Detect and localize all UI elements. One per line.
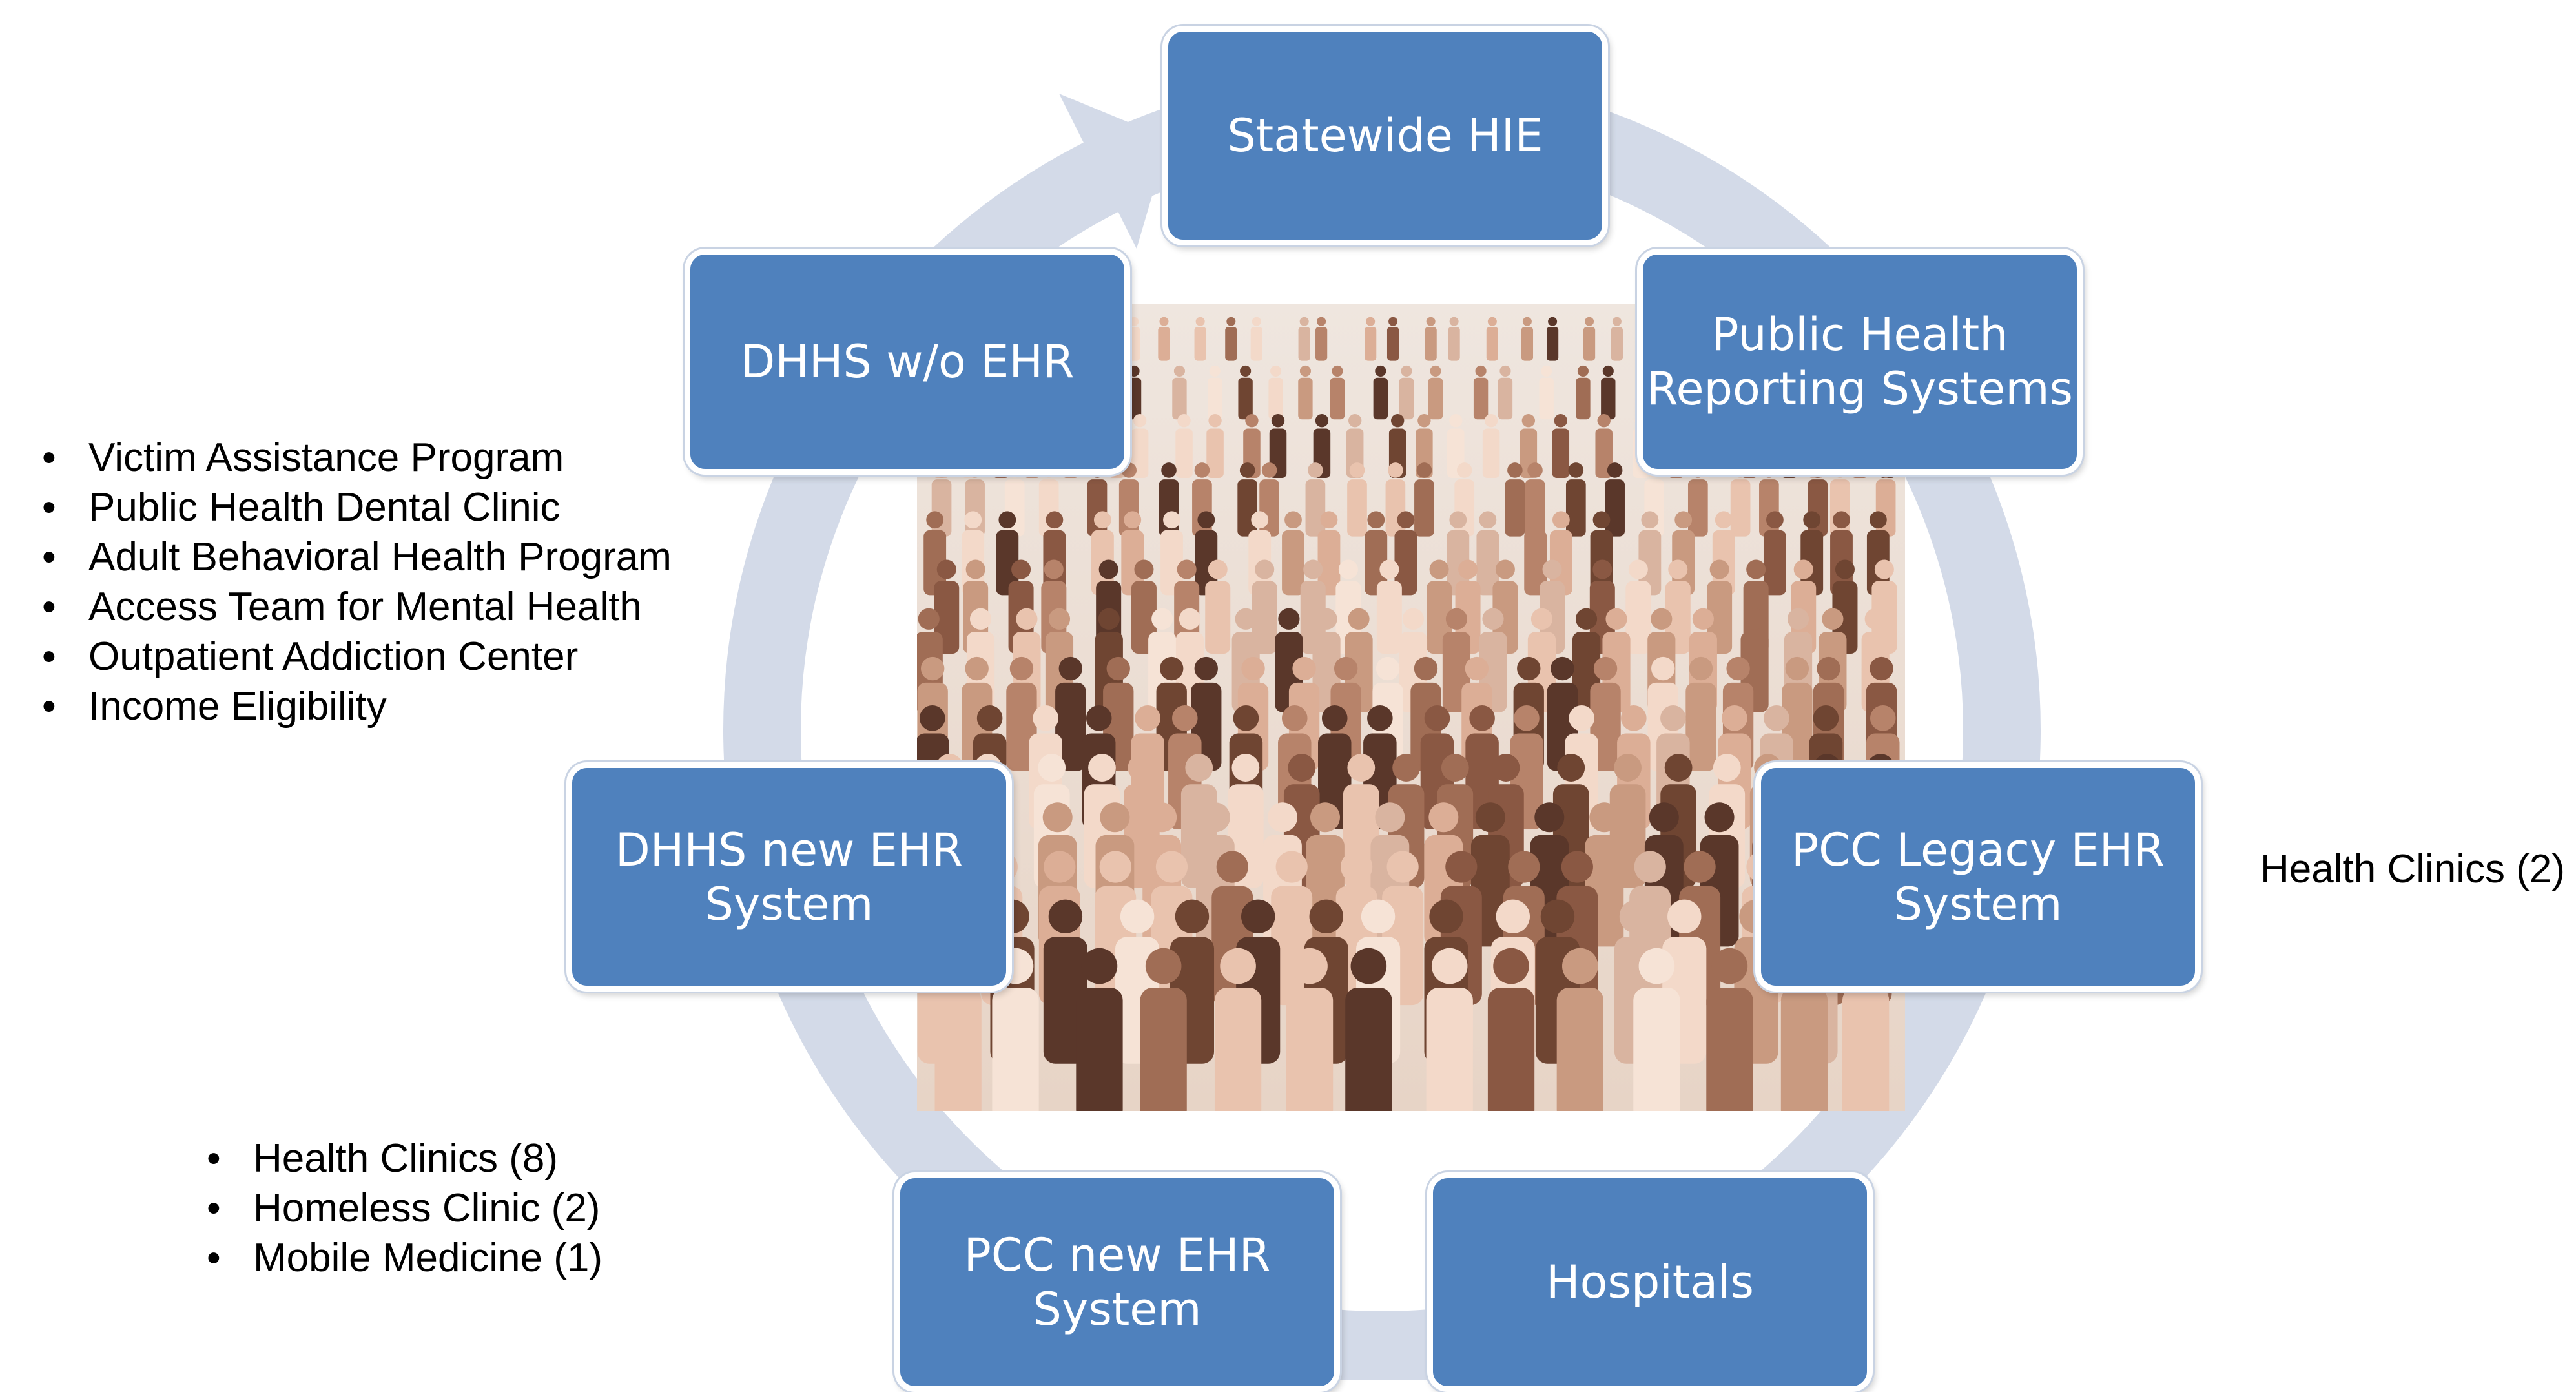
person-silhouette (1376, 559, 1402, 654)
person-silhouette (1214, 948, 1262, 1111)
person-silhouette (1583, 317, 1596, 361)
list-item: Victim Assistance Program (42, 433, 672, 483)
person-silhouette (1800, 511, 1824, 596)
person-silhouette (1298, 317, 1310, 361)
pcc-new-sites-list: Health Clinics (8) Homeless Clinic (2) M… (207, 1134, 603, 1283)
person-silhouette (1448, 317, 1460, 361)
list-item: Public Health Dental Clinic (42, 483, 672, 532)
person-silhouette (1365, 317, 1377, 361)
person-silhouette (1140, 948, 1187, 1111)
person-silhouette (1225, 317, 1237, 361)
person-silhouette (1131, 414, 1149, 478)
person-silhouette (996, 511, 1019, 596)
list-item: Outpatient Addiction Center (42, 632, 672, 681)
person-silhouette (1206, 414, 1224, 478)
person-silhouette (1238, 365, 1253, 420)
person-silhouette (1549, 511, 1572, 596)
person-silhouette (1298, 365, 1313, 420)
person-silhouette (1638, 511, 1662, 596)
person-silhouette (1524, 511, 1547, 596)
node-dhhs-wo-ehr: DHHS w/o EHR (685, 249, 1130, 475)
person-silhouette (1315, 317, 1328, 361)
list-item: Adult Behavioral Health Program (42, 532, 672, 582)
person-silhouette (1286, 948, 1334, 1111)
person-silhouette (1250, 317, 1262, 361)
person-silhouette (1763, 511, 1786, 596)
person-silhouette (1552, 414, 1570, 478)
person-silhouette (1521, 317, 1534, 361)
person-silhouette (1373, 365, 1388, 420)
dhhs-programs-list: Victim Assistance Program Public Health … (42, 433, 672, 731)
person-silhouette (1595, 414, 1613, 478)
person-silhouette (1305, 462, 1326, 537)
cycle-arrow-head (1059, 94, 1169, 249)
person-silhouette (1505, 462, 1525, 537)
person-silhouette (1160, 511, 1183, 596)
node-hospitals: Hospitals (1427, 1172, 1873, 1392)
person-silhouette (1625, 559, 1651, 654)
person-silhouette (1194, 317, 1206, 361)
person-silhouette (1605, 462, 1625, 537)
person-silhouette (1121, 511, 1144, 596)
person-silhouette (1317, 511, 1341, 596)
person-silhouette (1611, 317, 1623, 361)
person-silhouette (1486, 317, 1498, 361)
person-silhouette (1498, 365, 1513, 420)
person-silhouette (1076, 948, 1123, 1111)
person-silhouette (1208, 365, 1222, 420)
person-silhouette (1685, 656, 1716, 771)
list-item: Access Team for Mental Health (42, 582, 672, 632)
person-silhouette (923, 511, 947, 596)
person-silhouette (1482, 414, 1500, 478)
person-silhouette (1425, 317, 1437, 361)
person-silhouette (1447, 511, 1470, 596)
person-silhouette (1158, 317, 1170, 361)
node-pcc-new-ehr: PCC new EHR System (894, 1172, 1340, 1392)
list-item: Income Eligibility (42, 681, 672, 731)
person-silhouette (1345, 948, 1392, 1111)
person-silhouette (1365, 511, 1388, 596)
person-silhouette (1172, 365, 1187, 420)
person-silhouette (1175, 414, 1193, 478)
list-item: Mobile Medicine (1) (207, 1233, 603, 1283)
person-silhouette (1195, 511, 1218, 596)
node-public-health-reporting: Public Health Reporting Systems (1637, 249, 2083, 475)
list-item: Homeless Clinic (2) (207, 1183, 603, 1233)
person-silhouette (1487, 948, 1535, 1111)
person-silhouette (1565, 462, 1586, 537)
person-silhouette (1330, 365, 1345, 420)
person-silhouette (1347, 462, 1367, 537)
person-silhouette (1399, 365, 1414, 420)
person-silhouette (1428, 365, 1443, 420)
person-silhouette (1055, 656, 1086, 771)
node-statewide-hie: Statewide HIE (1162, 26, 1608, 245)
person-silhouette (1426, 948, 1473, 1111)
person-silhouette (1394, 511, 1417, 596)
person-silhouette (1414, 462, 1434, 537)
pcc-legacy-sites-label: Health Clinics (2) (2260, 847, 2566, 891)
person-silhouette (1556, 948, 1603, 1111)
person-silhouette (1126, 365, 1142, 420)
person-silhouette (1282, 511, 1304, 596)
person-silhouette (1547, 317, 1559, 361)
person-silhouette (1576, 365, 1591, 420)
node-dhhs-new-ehr: DHHS new EHR System (566, 762, 1012, 992)
node-pcc-legacy-ehr: PCC Legacy EHR System (1755, 762, 2201, 992)
person-silhouette (1706, 948, 1753, 1111)
person-silhouette (1268, 365, 1283, 420)
person-silhouette (1539, 365, 1554, 420)
person-silhouette (1128, 317, 1140, 361)
person-silhouette (1476, 511, 1499, 596)
person-silhouette (1386, 317, 1399, 361)
list-item: Health Clinics (8) (207, 1134, 603, 1183)
person-silhouette (1633, 948, 1680, 1111)
person-silhouette (1473, 365, 1489, 420)
person-silhouette (1601, 365, 1616, 420)
person-silhouette (1205, 559, 1231, 654)
